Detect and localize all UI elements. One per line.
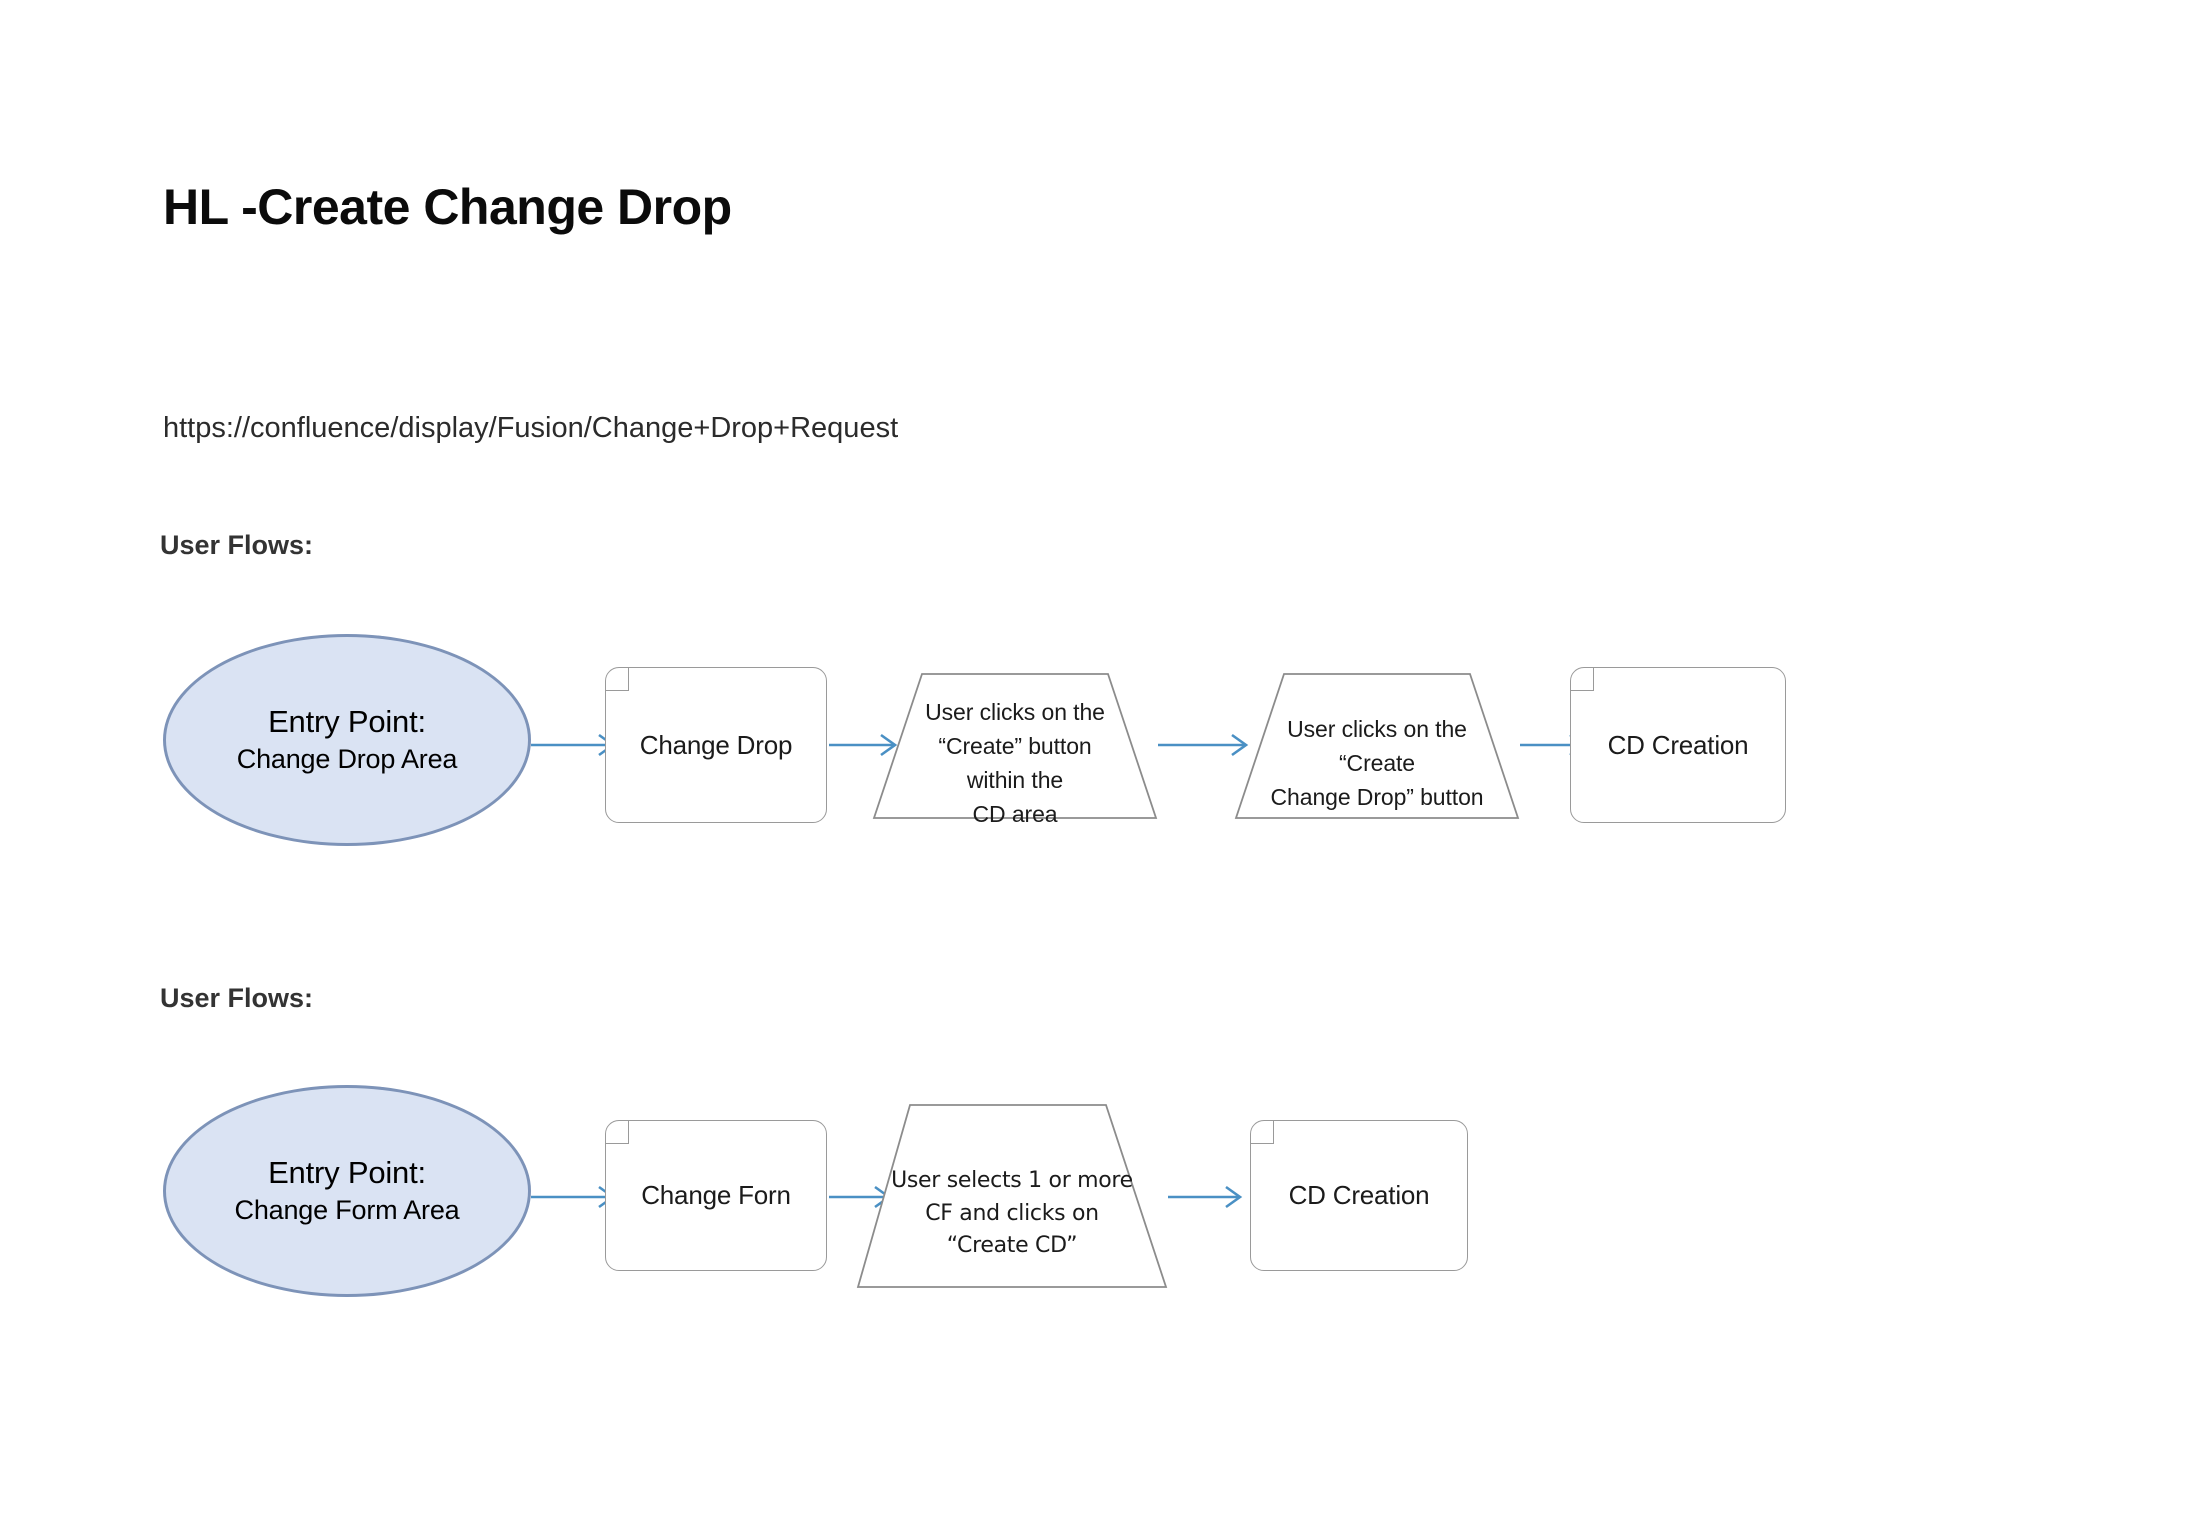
page-title: HL -Create Change Drop (163, 179, 732, 235)
entry-point-subtitle: Change Drop Area (236, 743, 458, 774)
node-user-clicks-create-change-drop-label: User clicks on the “Create Change Drop” … (1270, 716, 1484, 811)
node-change-drop[interactable]: Change Drop (605, 667, 827, 823)
section-heading-user-flows-1: User Flows: (160, 530, 314, 560)
page-corner-notch-icon (606, 668, 629, 691)
node-user-clicks-create-cd-area-label: User clicks on the “Create” button withi… (925, 699, 1105, 828)
page-corner-notch-icon (1251, 1121, 1274, 1144)
node-change-drop-label: Change Drop (639, 729, 793, 760)
entry-point-subtitle: Change Form Area (234, 1194, 460, 1225)
node-user-clicks-create-cd-area[interactable]: User clicks on the “Create” button withi… (872, 672, 1158, 827)
node-cd-creation-flow-one-label: CD Creation (1607, 729, 1749, 760)
entry-point-title: Entry Point: (268, 704, 426, 740)
node-cd-creation-flow-two-label: CD Creation (1288, 1180, 1430, 1210)
node-cd-creation-flow-one[interactable]: CD Creation (1570, 667, 1786, 823)
section-heading-user-flows-2: User Flows: (160, 983, 314, 1013)
entry-point-change-form-area[interactable]: Entry Point: Change Form Area (163, 1085, 531, 1297)
node-user-selects-cf-create-cd[interactable]: User selects 1 or more CF and clicks on … (856, 1103, 1168, 1289)
node-user-clicks-create-change-drop[interactable]: User clicks on the “Create Change Drop” … (1234, 672, 1520, 820)
node-change-forn-label: Change Forn (641, 1180, 791, 1210)
node-user-selects-cf-create-cd-label: User selects 1 or more CF and clicks on … (891, 1168, 1133, 1259)
connector-arrow-3[interactable] (1158, 728, 1266, 762)
node-cd-creation-flow-two[interactable]: CD Creation (1250, 1120, 1468, 1271)
page-corner-notch-icon (1571, 668, 1594, 691)
node-change-forn[interactable]: Change Forn (605, 1120, 827, 1271)
entry-point-title: Entry Point: (268, 1155, 426, 1191)
confluence-url[interactable]: https://confluence/display/Fusion/Change… (163, 412, 899, 444)
page-corner-notch-icon (606, 1121, 629, 1144)
connector-arrow-7[interactable] (1168, 1180, 1262, 1214)
entry-point-change-drop-area[interactable]: Entry Point: Change Drop Area (163, 634, 531, 846)
connector-arrow-2[interactable] (829, 728, 923, 762)
